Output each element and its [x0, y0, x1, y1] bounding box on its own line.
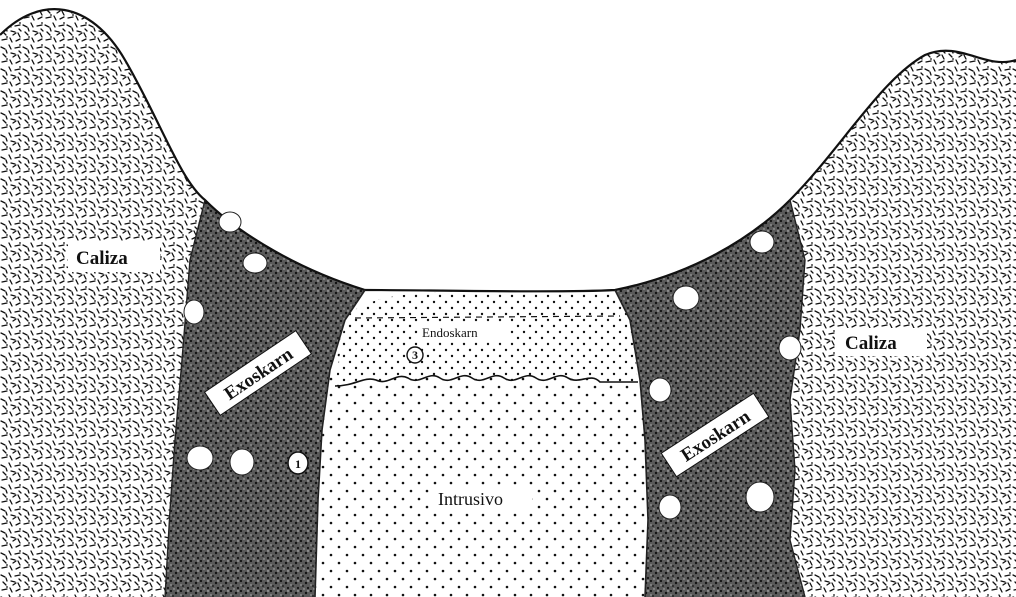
caliza-right-label: Caliza — [845, 333, 897, 354]
nodule — [746, 482, 774, 512]
nodule — [184, 300, 204, 324]
nodule — [219, 212, 241, 232]
nodule — [230, 449, 254, 475]
nodule — [243, 253, 267, 273]
caliza-left-label: Caliza — [76, 248, 128, 269]
nodule — [673, 286, 699, 310]
marker-3-label: 3 — [412, 348, 418, 362]
marker-1-label: 1 — [295, 457, 301, 471]
nodule — [649, 378, 671, 402]
nodule — [187, 446, 213, 470]
caliza-right-region — [790, 51, 1016, 597]
marker-3: 3 — [407, 347, 423, 363]
nodule — [750, 231, 774, 253]
nodule — [779, 336, 801, 360]
endoskarn-label: Endoskarn — [422, 325, 478, 340]
intrusivo-label: Intrusivo — [438, 489, 503, 509]
marker-1: 1 — [288, 452, 308, 474]
nodule — [659, 495, 681, 519]
